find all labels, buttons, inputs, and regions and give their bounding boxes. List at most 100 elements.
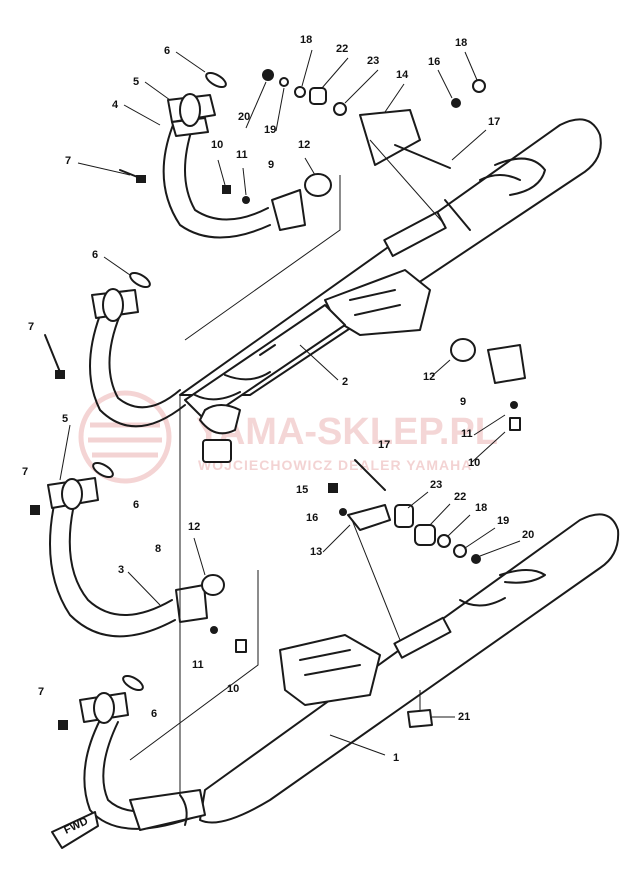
callout-10-a: 10 <box>211 139 223 151</box>
bolt-7-a <box>119 169 146 183</box>
callout-9-right: 9 <box>460 396 466 408</box>
callout-6-d: 6 <box>151 708 157 720</box>
callout-5-lower: 5 <box>62 413 68 425</box>
washer-19-upper <box>279 77 289 87</box>
bolt-17-upper <box>394 144 451 169</box>
nut-20-lower <box>471 554 481 564</box>
callout-6-a: 6 <box>164 45 170 57</box>
callout-18-top: 18 <box>300 34 312 46</box>
callout-11-b: 11 <box>461 428 473 440</box>
watermark: YAMA-SKLEP.PL WOJCIECHOWICZ DEALER YAMAH… <box>78 390 498 484</box>
clamp-set-lower <box>79 692 129 724</box>
washer-23-lower <box>394 504 414 528</box>
cap-18-upper <box>472 79 486 93</box>
gasket-6-a <box>205 72 227 88</box>
callout-5-upper: 5 <box>133 76 139 88</box>
bolt-17-lower <box>354 459 386 491</box>
ring-12-a <box>304 173 332 197</box>
cap-18-top <box>294 86 306 98</box>
clamp-8 <box>175 584 208 623</box>
callout-9-upper: 9 <box>268 159 274 171</box>
watermark-text: YAMA-SKLEP.PL <box>196 411 498 453</box>
callout-7-c: 7 <box>22 466 28 478</box>
callout-7-a: 7 <box>65 155 71 167</box>
callout-7-b: 7 <box>28 321 34 333</box>
header-pipe-4 <box>162 119 271 239</box>
header-pipe-3 <box>49 499 176 638</box>
callout-labels: 1 2 3 4 5 5 6 6 6 6 7 7 7 7 8 9 9 10 10 … <box>22 34 534 764</box>
callout-15: 15 <box>296 484 308 496</box>
callout-16-lower: 16 <box>306 512 318 524</box>
callout-8: 8 <box>155 543 161 555</box>
callout-10-b: 10 <box>468 457 480 469</box>
callout-13: 13 <box>310 546 322 558</box>
callout-3: 3 <box>118 564 124 576</box>
gasket-6-d <box>122 675 144 691</box>
callout-23-upper: 23 <box>367 55 379 67</box>
bracket-14 <box>359 109 421 166</box>
callout-19-lower: 19 <box>497 515 509 527</box>
washer-19-lower <box>453 544 467 558</box>
clamp-set-left <box>91 288 139 322</box>
washer-23-upper <box>333 102 347 116</box>
bush-22-upper <box>309 87 327 105</box>
clamp-set-upper <box>167 93 216 137</box>
muffler-2 <box>179 118 602 463</box>
damper-21 <box>407 709 433 728</box>
washer-18-lower <box>437 534 451 548</box>
callout-10-c: 10 <box>227 683 239 695</box>
callout-12-b: 12 <box>423 371 435 383</box>
washer-11-c <box>210 626 218 634</box>
bolt-7-b <box>44 334 65 379</box>
callout-1: 1 <box>393 752 399 764</box>
bolt-15 <box>328 483 338 493</box>
callout-19-upper: 19 <box>264 124 276 136</box>
nut-16-lower <box>339 508 347 516</box>
gasket-6-b <box>129 272 151 288</box>
bush-22-lower <box>414 524 436 546</box>
watermark-subtext: WOJCIECHOWICZ DEALER YAMAHA <box>198 457 472 473</box>
bolt-10-c <box>235 639 247 653</box>
callout-22-lower: 22 <box>454 491 466 503</box>
bolt-10-b <box>509 417 521 431</box>
gasket-6-c <box>92 462 114 478</box>
callout-11-c: 11 <box>192 659 204 671</box>
callout-17-lower: 17 <box>378 439 390 451</box>
bolt-7-c <box>30 505 40 515</box>
callout-23-lower: 23 <box>430 479 442 491</box>
callout-16-upper: 16 <box>428 56 440 68</box>
clamp-9-right <box>487 344 526 384</box>
callout-14: 14 <box>396 69 409 81</box>
callout-17-upper: 17 <box>488 116 500 128</box>
bolt-10-a <box>222 185 231 194</box>
callout-11-a: 11 <box>236 149 248 161</box>
clamp-9-upper <box>271 189 306 231</box>
clamp-set-mid <box>47 477 99 510</box>
guide-lines <box>129 139 446 795</box>
callout-12-c: 12 <box>188 521 200 533</box>
header-pipe-upper-left <box>89 314 186 428</box>
nut-16-upper <box>451 98 461 108</box>
washer-11-a <box>242 196 250 204</box>
callout-6-c: 6 <box>133 499 139 511</box>
callout-22-upper: 22 <box>336 43 348 55</box>
callout-20-upper: 20 <box>238 111 250 123</box>
fwd-arrow: FWD <box>51 811 99 849</box>
bolt-7-d <box>58 720 68 730</box>
callout-18-upper: 18 <box>455 37 467 49</box>
muffler-1 <box>83 513 620 831</box>
callout-6-b: 6 <box>92 249 98 261</box>
nut-20-upper <box>262 69 274 81</box>
callout-7-d: 7 <box>38 686 44 698</box>
washer-11-b <box>510 401 518 409</box>
bracket-13 <box>347 504 391 531</box>
callout-2: 2 <box>342 376 348 388</box>
callout-18-lower: 18 <box>475 502 487 514</box>
callout-21: 21 <box>458 711 470 723</box>
leader-lines <box>59 49 521 756</box>
callout-20-lower: 20 <box>522 529 534 541</box>
callout-4: 4 <box>112 99 119 111</box>
ring-12-c <box>201 574 225 596</box>
ring-12-b <box>450 338 476 362</box>
